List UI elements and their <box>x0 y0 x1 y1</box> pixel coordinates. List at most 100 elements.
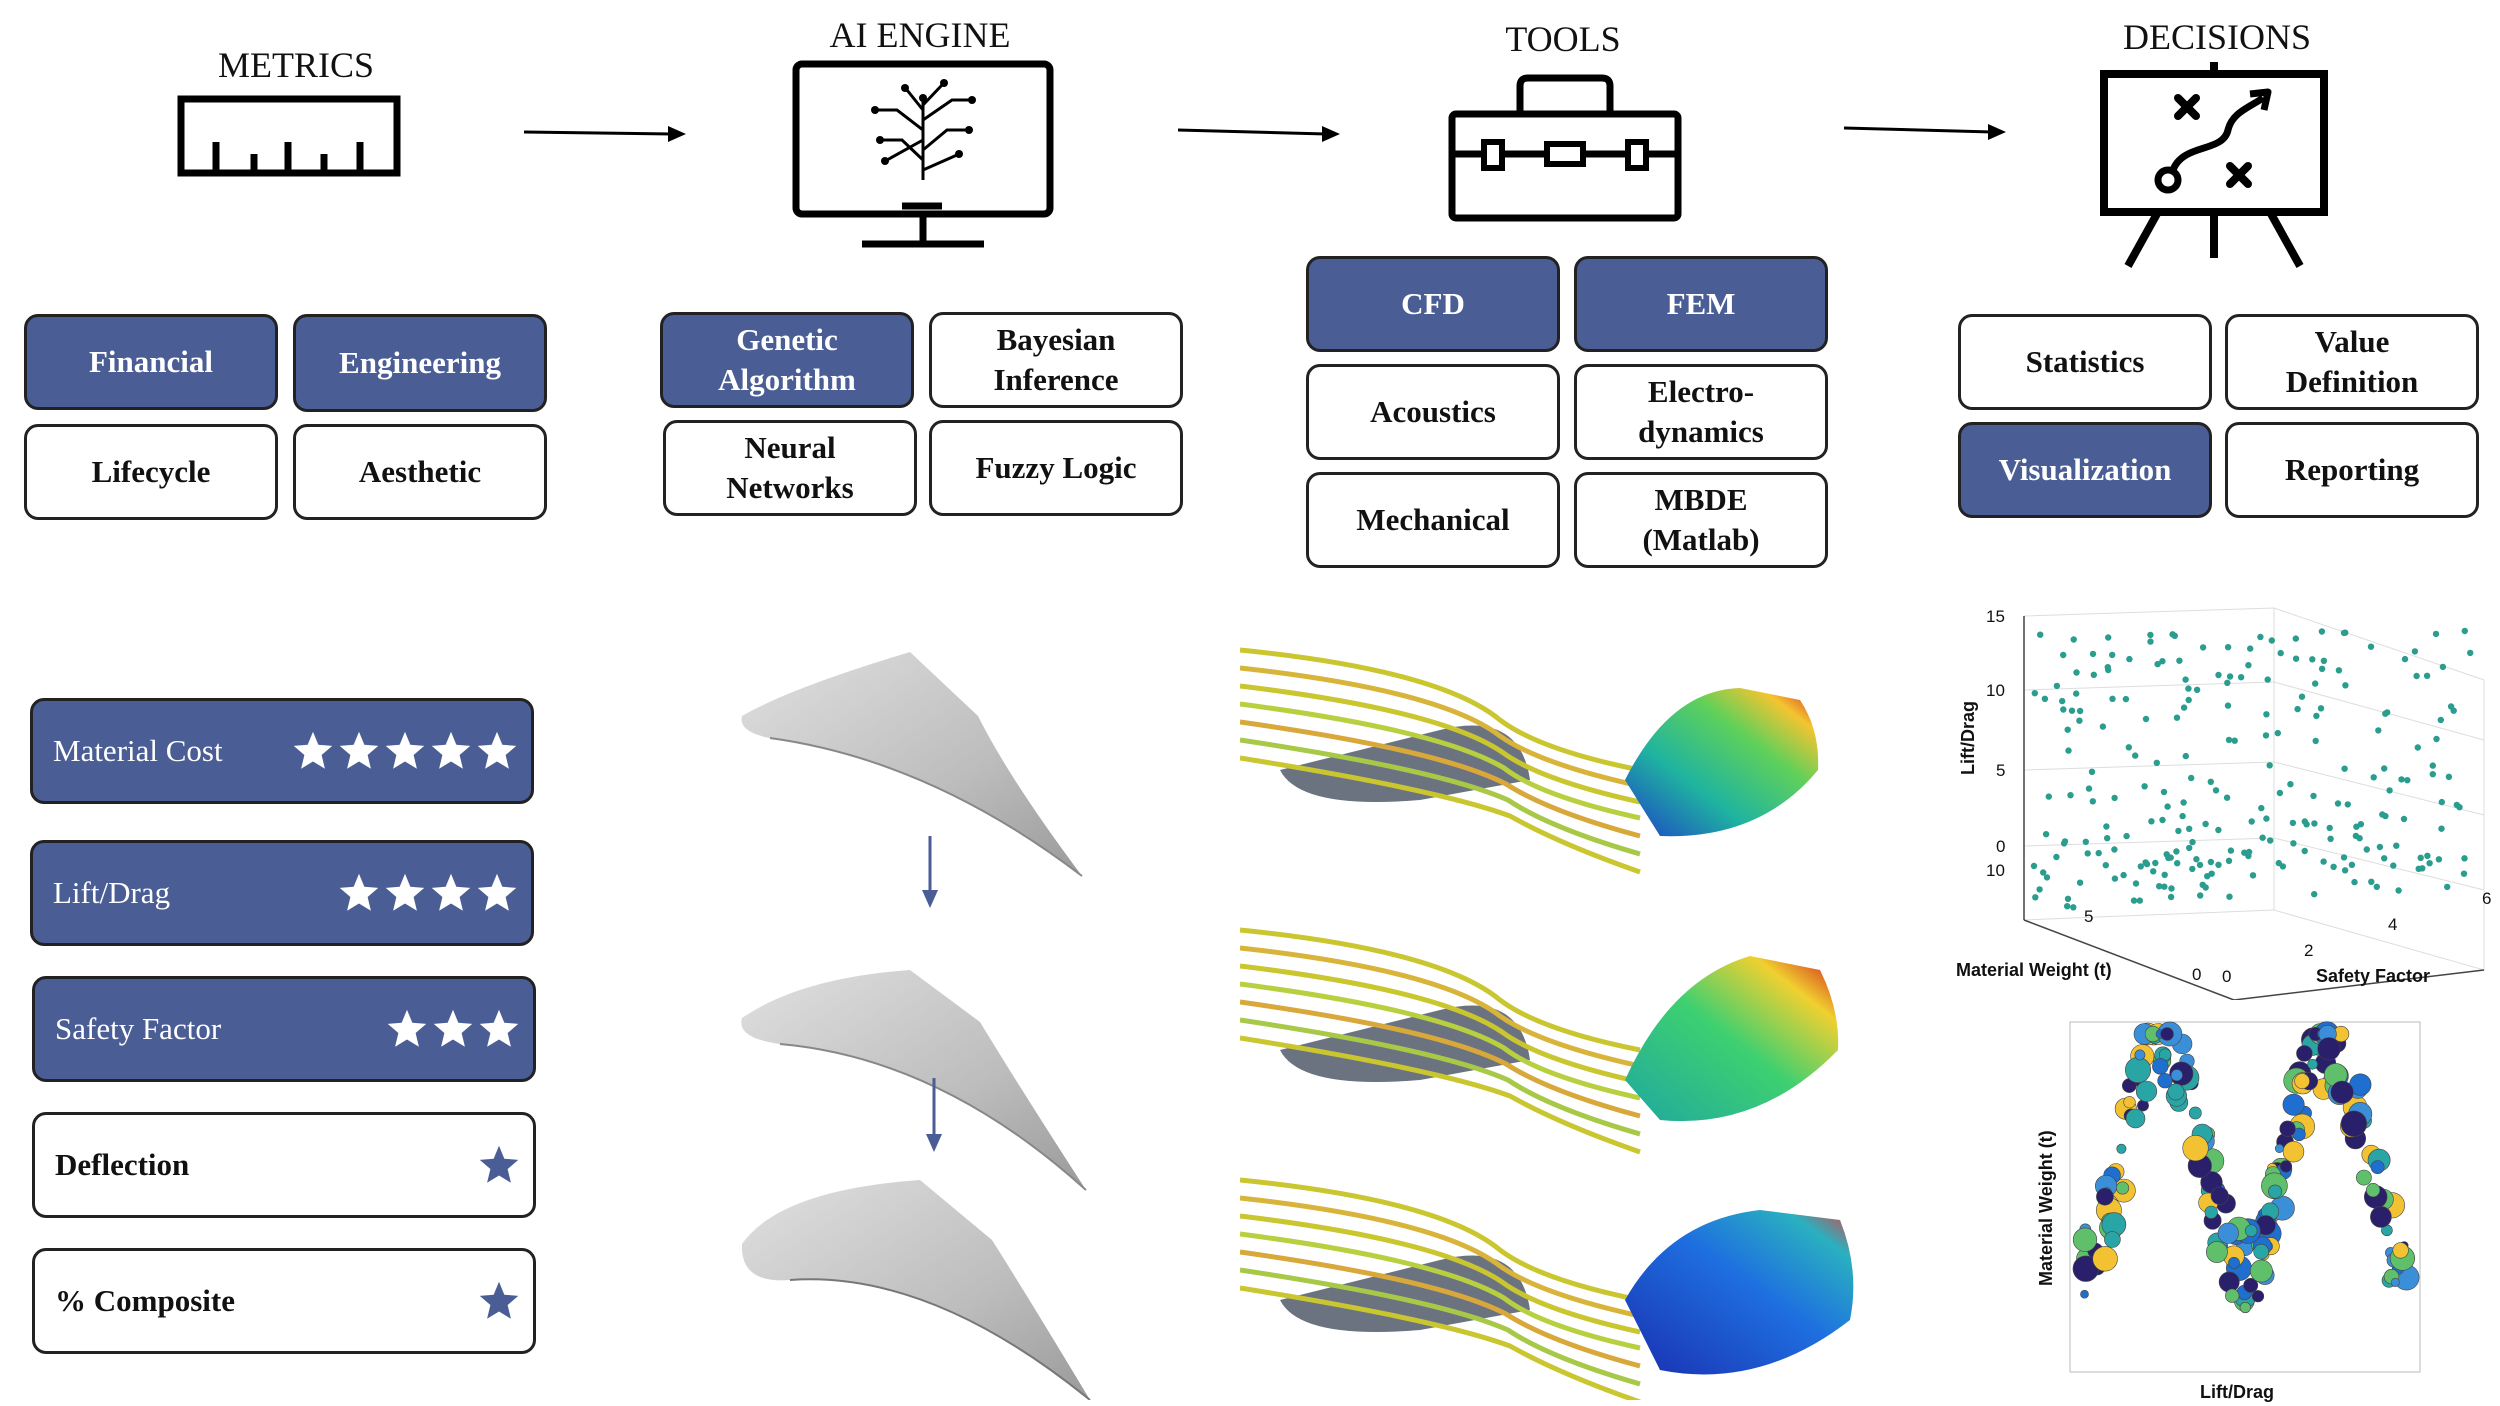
star-icon <box>433 1009 473 1047</box>
toolbox-icon <box>1448 74 1682 222</box>
chip-reporting[interactable]: Reporting <box>2225 422 2479 518</box>
scatter-point <box>2199 644 2207 651</box>
scatter-point <box>2433 735 2440 743</box>
scatter-point <box>2076 879 2084 886</box>
x-tick: 6 <box>2482 889 2491 908</box>
weight-deflection[interactable]: Deflection <box>32 1112 536 1218</box>
bubble-point <box>2370 1160 2385 1174</box>
simulation-renders <box>1240 647 1854 1400</box>
scatter-point <box>2153 759 2160 766</box>
chip-engineering[interactable]: Engineering <box>293 314 547 412</box>
chip-statistics[interactable]: Statistics <box>1958 314 2212 410</box>
scatter-point <box>2404 777 2411 784</box>
star-icon <box>385 873 425 911</box>
bubble-point <box>2330 1080 2354 1104</box>
bubble-point <box>2253 1243 2269 1260</box>
scatter-point <box>2103 823 2110 830</box>
weight-material-cost[interactable]: Material Cost <box>30 698 534 804</box>
chip-electrodynamics[interactable]: Electro-dynamics <box>1574 364 1828 460</box>
bubble-point <box>2125 1056 2152 1083</box>
scatter-point <box>2386 787 2393 794</box>
bubble-point <box>2135 1080 2158 1102</box>
scatter-point <box>2168 885 2175 892</box>
chip-financial[interactable]: Financial <box>24 314 278 410</box>
scatter-point <box>2032 894 2039 901</box>
chip-visualization[interactable]: Visualization <box>1958 422 2212 518</box>
scatter-point <box>2249 872 2257 879</box>
scatter-point <box>2294 705 2301 713</box>
bubble-point <box>2251 1290 2265 1303</box>
star-icon <box>479 1009 519 1047</box>
star-rating <box>477 1143 521 1187</box>
scatter-point <box>2202 820 2209 828</box>
scatter-point <box>2398 776 2405 783</box>
chip-value-definition[interactable]: Value Definition <box>2225 314 2479 410</box>
scatter-point <box>2301 818 2308 825</box>
bubble-point <box>2125 1108 2146 1129</box>
chip-bayesian-inference[interactable]: Bayesian Inference <box>929 312 1183 408</box>
chip-aesthetic[interactable]: Aesthetic <box>293 424 547 520</box>
chip-fuzzy-logic[interactable]: Fuzzy Logic <box>929 420 1183 516</box>
scatter-point <box>2432 630 2440 638</box>
bubble-point <box>2204 1205 2218 1219</box>
scatter-point <box>2382 710 2389 717</box>
bubble-point <box>2217 1222 2239 1244</box>
chip-cfd[interactable]: CFD <box>1306 256 1560 352</box>
scatter-point <box>2330 863 2337 870</box>
scatter-point <box>2173 714 2181 721</box>
cfd-render-1 <box>1240 647 1819 875</box>
scatter-point <box>2367 643 2375 650</box>
scatter-point <box>2318 665 2326 672</box>
scatter-point <box>2179 812 2186 820</box>
bubble-point <box>2104 1231 2121 1248</box>
scatter-point <box>2073 690 2080 697</box>
x-tick: 0 <box>2222 967 2231 986</box>
scatter-point <box>2089 650 2097 658</box>
chip-genetic-algorithm[interactable]: Genetic Algorithm <box>660 312 914 408</box>
weight-label: Deflection <box>55 1147 190 1182</box>
scatter-point <box>2099 723 2107 730</box>
scatter-point <box>2102 862 2109 869</box>
chip-lifecycle[interactable]: Lifecycle <box>24 424 278 520</box>
scatter-point <box>2188 774 2195 782</box>
star-icon <box>431 873 471 911</box>
z-tick: 15 <box>1986 607 2005 626</box>
scatter-point <box>2224 644 2232 651</box>
scatter-point <box>2320 858 2327 865</box>
scatter-point <box>2215 826 2222 834</box>
bubble-point <box>2317 1037 2341 1061</box>
scatter-point <box>2381 765 2388 772</box>
scatter-point <box>2262 732 2270 739</box>
scatter-point <box>2208 870 2215 877</box>
scatter-point <box>2340 854 2348 861</box>
scatter-point <box>2082 838 2089 845</box>
bubble-point <box>2123 1096 2136 1109</box>
chip-mechanical[interactable]: Mechanical <box>1306 472 1560 568</box>
scatter-point <box>2292 655 2300 662</box>
scatter-point <box>2334 800 2342 807</box>
scatter-point <box>2401 655 2409 663</box>
scatter-point <box>2438 825 2445 832</box>
scatter-point <box>2326 824 2333 832</box>
z-tick: 10 <box>1986 681 2005 700</box>
chip-mbde-matlab[interactable]: MBDE (Matlab) <box>1574 472 1828 568</box>
scatter-point <box>2342 682 2349 689</box>
star-rating <box>291 729 519 773</box>
scatter-point <box>2215 861 2222 868</box>
star-icon <box>479 1145 519 1183</box>
scatter-point <box>2370 774 2377 781</box>
bubble-point <box>2239 1301 2251 1314</box>
bubble-point <box>2355 1169 2372 1186</box>
chip-fem[interactable]: FEM <box>1574 256 1828 352</box>
scatter-point <box>2076 717 2083 724</box>
weight-lift-drag[interactable]: Lift/Drag <box>30 840 534 946</box>
scatter-point <box>2045 793 2052 800</box>
chip-acoustics[interactable]: Acoustics <box>1306 364 1560 460</box>
chip-neural-networks[interactable]: Neural Networks <box>663 420 917 516</box>
heading-ai-engine: AI ENGINE <box>829 15 1011 55</box>
scatter-point <box>2461 855 2468 862</box>
scatter-point <box>2461 627 2468 635</box>
scatter-point <box>2426 860 2433 867</box>
weight-safety-factor[interactable]: Safety Factor <box>32 976 536 1082</box>
weight-composite[interactable]: % Composite <box>32 1248 536 1354</box>
